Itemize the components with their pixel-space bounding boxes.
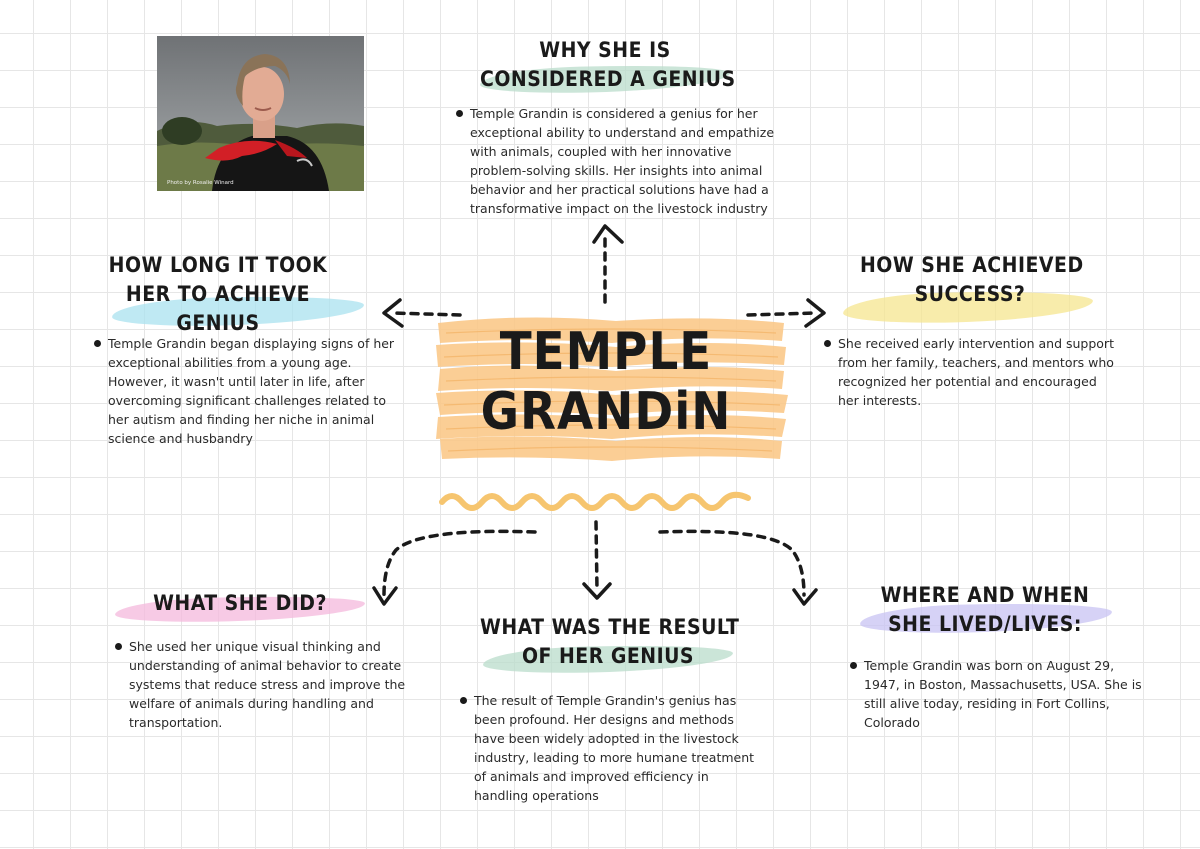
arrow-left-head bbox=[382, 298, 404, 328]
title-line-2: GRANDiN bbox=[480, 382, 732, 442]
how-achieved-text: She received early intervention and supp… bbox=[824, 334, 1120, 410]
why-genius-heading: WHY SHE IS CONSIDERED A GENIUS bbox=[480, 36, 736, 94]
what-did-text-block: She used her unique visual thinking and … bbox=[111, 637, 406, 732]
what-did-heading-text: WHAT SHE DID? bbox=[153, 591, 327, 615]
result-text: The result of Temple Grandin's genius ha… bbox=[460, 691, 766, 805]
how-achieved-heading-line-1: HOW SHE ACHIEVED bbox=[860, 253, 1084, 277]
how-achieved-text-block: She received early intervention and supp… bbox=[820, 334, 1120, 410]
title-background bbox=[436, 313, 788, 463]
result-heading-line-1: WHAT WAS THE RESULT bbox=[480, 615, 740, 639]
where-when-text-block: Temple Grandin was born on August 29, 19… bbox=[846, 656, 1146, 732]
arrow-down-left-head bbox=[372, 586, 398, 606]
arrow-left-line bbox=[390, 311, 462, 317]
how-achieved-heading: HOW SHE ACHIEVED SUCCESS? bbox=[860, 251, 1084, 309]
arrow-down-center-head bbox=[582, 582, 612, 600]
what-did-heading: WHAT SHE DID? bbox=[130, 589, 350, 618]
how-long-text: Temple Grandin began displaying signs of… bbox=[94, 336, 395, 446]
page-title: TEMPLE GRANDiN bbox=[436, 322, 776, 442]
title-line-1: TEMPLE bbox=[499, 322, 713, 382]
where-when-text: Temple Grandin was born on August 29, 19… bbox=[850, 656, 1146, 732]
result-heading-line-2: OF HER GENIUS bbox=[521, 644, 695, 668]
how-long-text-block: Temple Grandin began displaying signs of… bbox=[90, 334, 395, 448]
where-when-heading-line-2: SHE LIVED/LIVES: bbox=[888, 612, 1082, 636]
how-long-heading-line-1: HOW LONG IT TOOK bbox=[108, 253, 328, 277]
arrow-down-right-head bbox=[792, 588, 818, 606]
why-genius-text-block: Temple Grandin is considered a genius fo… bbox=[452, 104, 782, 218]
arrow-right-line bbox=[746, 311, 817, 317]
arrow-right-head bbox=[804, 298, 826, 328]
why-genius-text: Temple Grandin is considered a genius fo… bbox=[456, 104, 782, 218]
result-heading: WHAT WAS THE RESULT OF HER GENIUS bbox=[480, 613, 740, 671]
arrow-down-center-line bbox=[594, 520, 599, 592]
why-genius-heading-line-1: WHY SHE IS bbox=[539, 38, 671, 62]
arrow-down-right-line bbox=[658, 529, 806, 597]
where-when-heading-line-1: WHERE AND WHEN bbox=[880, 583, 1090, 607]
wavy-underline bbox=[439, 491, 751, 511]
how-achieved-heading-line-2: SUCCESS? bbox=[914, 282, 1026, 306]
arrow-down-left-line bbox=[382, 529, 537, 597]
temple-grandin-photo: Photo by Rosalie Winard bbox=[157, 36, 364, 191]
arrow-up-head bbox=[592, 224, 624, 244]
how-long-heading: HOW LONG IT TOOK HER TO ACHIEVE GENIUS bbox=[108, 251, 328, 338]
photo-credit: Photo by Rosalie Winard bbox=[167, 180, 234, 186]
why-genius-heading-line-2: CONSIDERED A GENIUS bbox=[480, 67, 736, 91]
result-text-block: The result of Temple Grandin's genius ha… bbox=[456, 691, 766, 805]
how-long-heading-line-2: HER TO ACHIEVE bbox=[125, 282, 311, 306]
what-did-text: She used her unique visual thinking and … bbox=[115, 639, 406, 730]
how-long-heading-line-3: GENIUS bbox=[176, 311, 260, 335]
where-when-heading: WHERE AND WHEN SHE LIVED/LIVES: bbox=[875, 581, 1095, 639]
